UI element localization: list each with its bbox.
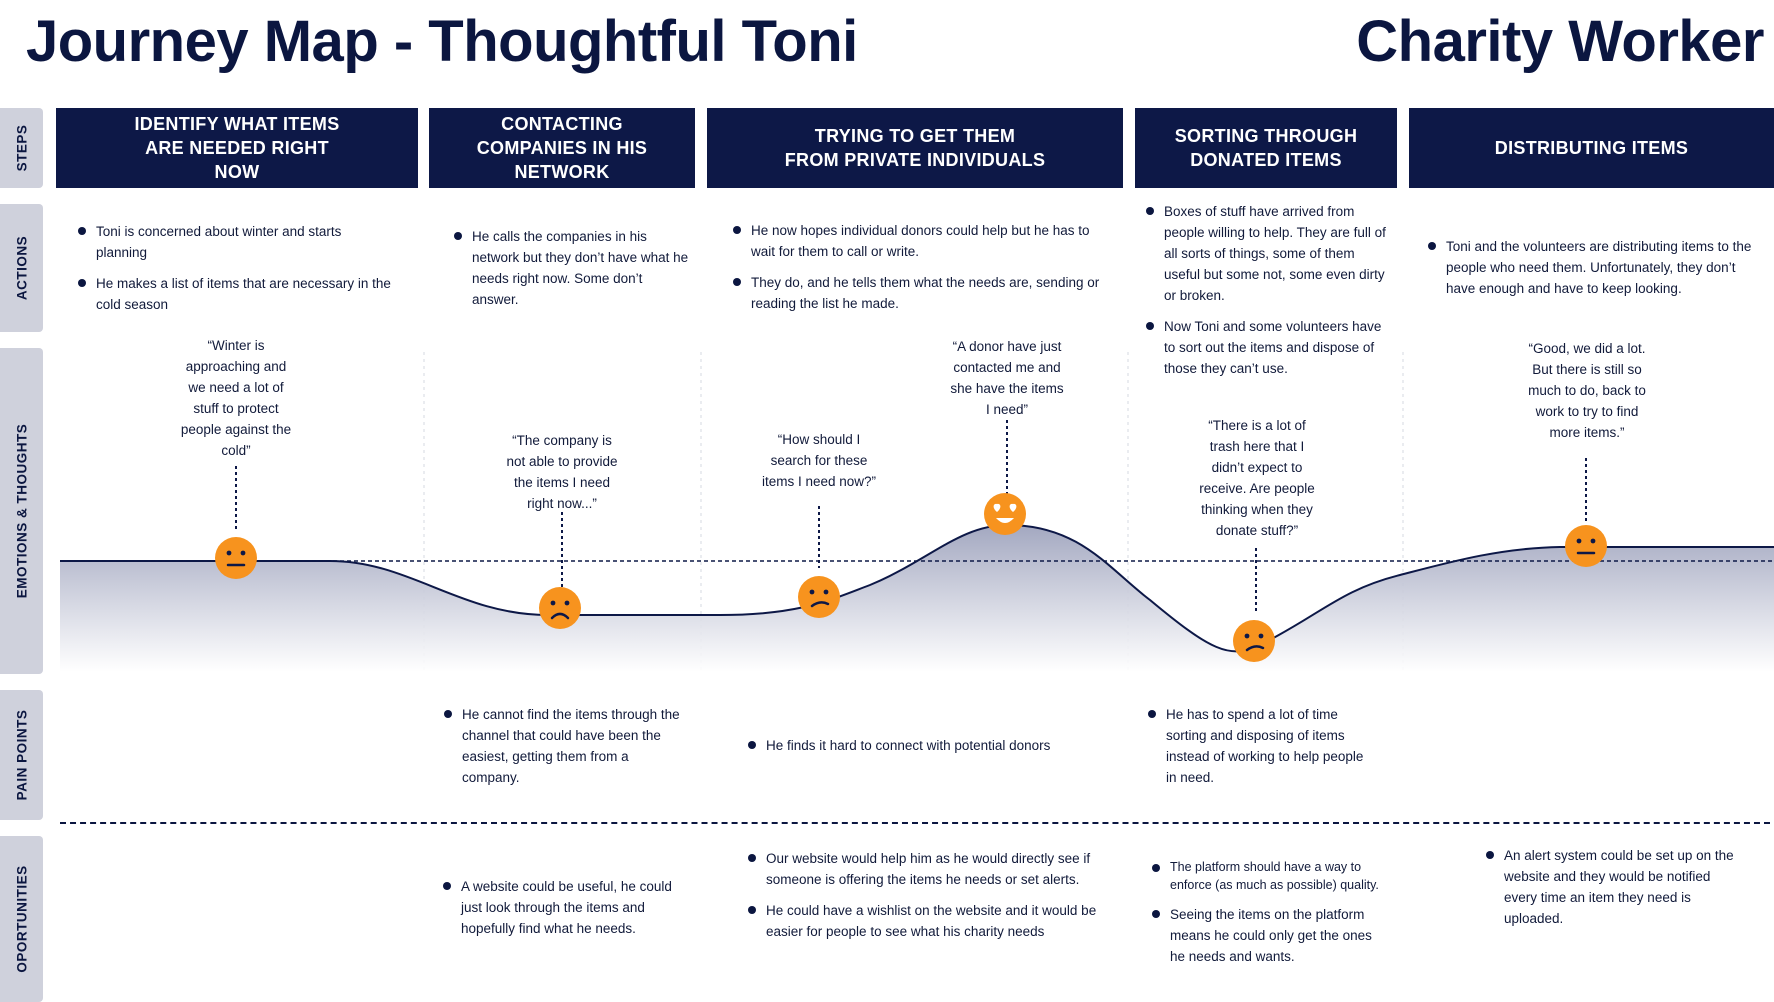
thought-quote: “Good, we did a lot. But there is still … bbox=[1528, 341, 1646, 440]
connectors bbox=[235, 420, 1587, 614]
pain-points-step-3: He finds it hard to connect with potenti… bbox=[746, 735, 1126, 766]
neutral-face-icon bbox=[215, 537, 257, 579]
step-label: CONTACTING COMPANIES IN HIS NETWORK bbox=[476, 114, 648, 182]
row-label-opportunities: OPORTUNITIES bbox=[0, 836, 43, 1002]
opportunity-item: An alert system could be set up on the w… bbox=[1484, 845, 1734, 929]
neutral-face-icon bbox=[1565, 525, 1607, 567]
step-label: DISTRIBUTING ITEMS bbox=[1494, 138, 1689, 158]
emotion-area bbox=[60, 525, 1774, 672]
pain-points-step-2: He cannot find the items through the cha… bbox=[442, 704, 682, 798]
actions-step-4: Boxes of stuff have arrived from people … bbox=[1144, 201, 1388, 389]
step-label: TRYING TO GET THEM FROM PRIVATE INDIVIDU… bbox=[784, 126, 1046, 170]
action-item: He calls the companies in his network bu… bbox=[452, 226, 692, 310]
heart-eyes-face-icon bbox=[984, 493, 1026, 535]
opportunities-step-3: Our website would help him as he would d… bbox=[746, 848, 1116, 952]
opportunity-item: The platform should have a way to enforc… bbox=[1150, 858, 1380, 894]
action-item: They do, and he tells them what the need… bbox=[731, 272, 1109, 314]
row-label-pain-points: PAIN POINTS bbox=[0, 690, 43, 820]
row-label-steps: STEPS bbox=[0, 108, 43, 188]
confused-face-icon bbox=[1233, 620, 1275, 662]
step-distributing-items: DISTRIBUTING ITEMS bbox=[1409, 108, 1774, 188]
action-item: Boxes of stuff have arrived from people … bbox=[1144, 201, 1388, 306]
persona-role: Charity Worker bbox=[1356, 9, 1764, 74]
page-title: Journey Map - Thoughtful Toni bbox=[26, 9, 858, 74]
opportunities-step-2: A website could be useful, he could just… bbox=[441, 876, 687, 949]
row-label-emotions: EMOTIONS & THOUGHTS bbox=[0, 348, 43, 674]
opportunity-item: Seeing the items on the platform means h… bbox=[1150, 904, 1380, 967]
actions-step-3: He now hopes individual donors could hel… bbox=[731, 220, 1109, 324]
action-item: Toni is concerned about winter and start… bbox=[76, 221, 396, 263]
step-label: IDENTIFY WHAT ITEMS ARE NEEDED RIGHT NOW bbox=[134, 114, 340, 182]
action-item: Toni and the volunteers are distributing… bbox=[1426, 236, 1756, 299]
thought-quote: “The company is not able to provide the … bbox=[506, 433, 618, 511]
opportunity-item: He could have a wishlist on the website … bbox=[746, 900, 1116, 942]
step-private-individuals: TRYING TO GET THEM FROM PRIVATE INDIVIDU… bbox=[707, 108, 1123, 188]
action-item: He now hopes individual donors could hel… bbox=[731, 220, 1109, 262]
step-contacting-companies: CONTACTING COMPANIES IN HIS NETWORK bbox=[429, 108, 695, 188]
step-label: SORTING THROUGH DONATED ITEMS bbox=[1174, 126, 1358, 170]
pain-point-item: He has to spend a lot of time sorting an… bbox=[1146, 704, 1372, 788]
opportunity-item: Our website would help him as he would d… bbox=[746, 848, 1116, 890]
pain-point-item: He cannot find the items through the cha… bbox=[442, 704, 682, 788]
thought-quote: “A donor have just contacted me and she … bbox=[950, 339, 1064, 417]
action-item: Now Toni and some volunteers have to sor… bbox=[1144, 316, 1388, 379]
thought-quote: “Winter is approaching and we need a lot… bbox=[180, 338, 292, 458]
confused-face-icon bbox=[798, 576, 840, 618]
opportunity-item: A website could be useful, he could just… bbox=[441, 876, 687, 939]
actions-step-1: Toni is concerned about winter and start… bbox=[76, 221, 396, 325]
row-label-actions: ACTIONS bbox=[0, 204, 43, 332]
actions-step-2: He calls the companies in his network bu… bbox=[452, 226, 692, 320]
action-item: He makes a list of items that are necess… bbox=[76, 273, 396, 315]
pain-point-item: He finds it hard to connect with potenti… bbox=[746, 735, 1126, 756]
actions-step-5: Toni and the volunteers are distributing… bbox=[1426, 236, 1756, 309]
step-sorting-items: SORTING THROUGH DONATED ITEMS bbox=[1135, 108, 1397, 188]
pain-points-step-4: He has to spend a lot of time sorting an… bbox=[1146, 704, 1372, 798]
opportunities-step-4: The platform should have a way to enforc… bbox=[1150, 858, 1380, 977]
step-identify-items: IDENTIFY WHAT ITEMS ARE NEEDED RIGHT NOW bbox=[56, 108, 418, 188]
sad-face-icon bbox=[539, 587, 581, 629]
thought-quote: “How should I search for these items I n… bbox=[761, 432, 877, 489]
thought-quote: “There is a lot of trash here that I did… bbox=[1199, 418, 1315, 538]
section-divider bbox=[60, 822, 1770, 824]
opportunities-step-5: An alert system could be set up on the w… bbox=[1484, 845, 1734, 939]
